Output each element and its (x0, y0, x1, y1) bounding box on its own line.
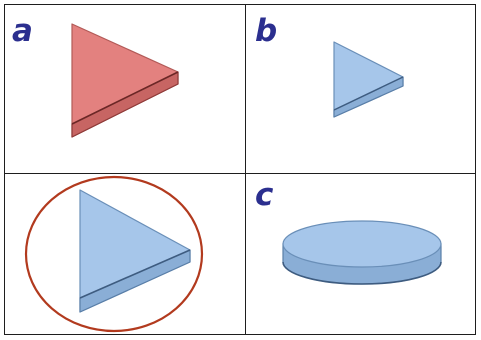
blue-disc (283, 221, 441, 284)
